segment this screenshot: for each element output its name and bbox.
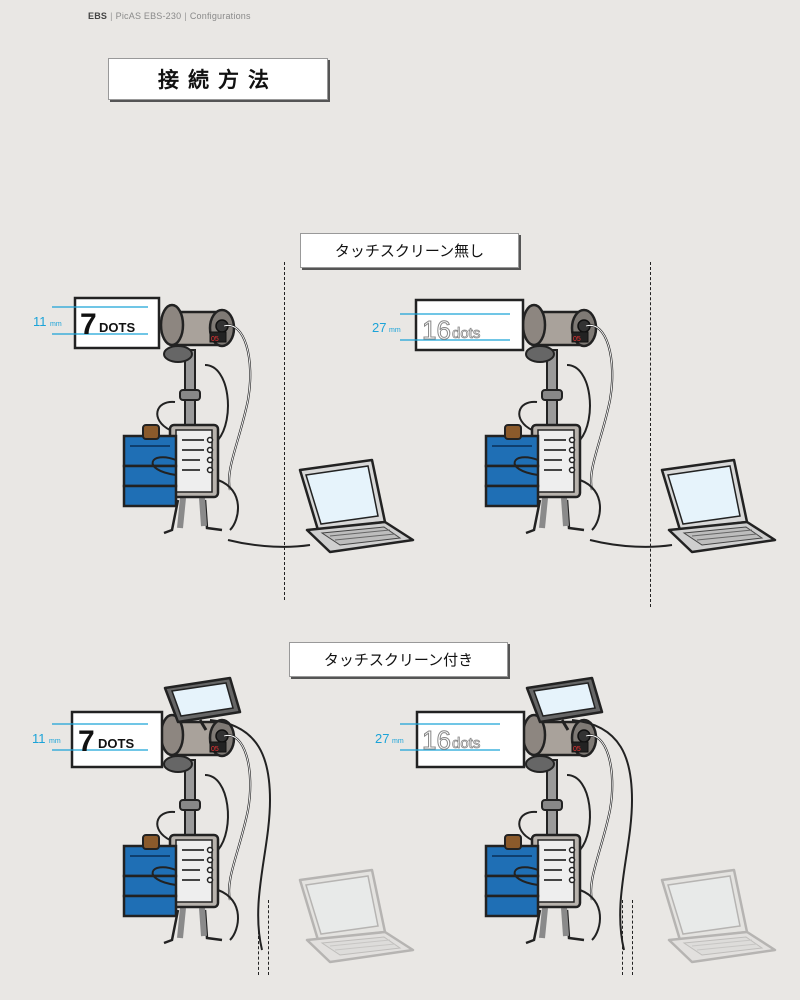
size-unit: mm	[49, 738, 61, 745]
size-unit: mm	[392, 738, 404, 745]
head-badge: 05	[573, 336, 581, 343]
print-digit: 7	[80, 308, 97, 341]
divider-line	[268, 900, 269, 975]
breadcrumb-brand: EBS	[88, 11, 108, 21]
divider-line	[632, 900, 633, 975]
size-value: 27	[375, 731, 389, 746]
print-word: dots	[452, 735, 480, 752]
section-label-with-touchscreen: タッチスクリーン付き	[289, 642, 508, 677]
print-sample	[415, 710, 526, 769]
page-title: 接続方法	[108, 58, 328, 100]
size-unit: mm	[50, 321, 62, 328]
head-badge: 05	[211, 336, 219, 343]
head-badge: 05	[211, 746, 219, 753]
print-digit: 16	[422, 315, 451, 345]
print-word: dots	[452, 325, 480, 342]
size-value: 11	[33, 314, 47, 329]
print-digit: 16	[422, 725, 451, 755]
size-value: 11	[32, 731, 46, 746]
print-sample	[414, 298, 525, 352]
print-sample	[70, 710, 164, 769]
size-unit: mm	[389, 327, 401, 334]
print-sample	[73, 296, 161, 350]
divider-line	[284, 262, 285, 600]
section-label-without-touchscreen: タッチスクリーン無し	[300, 233, 519, 268]
print-word: DOTS	[99, 320, 135, 335]
divider-line	[258, 900, 259, 975]
breadcrumb: EBS|PicAS EBS-230|Configurations	[88, 11, 251, 21]
print-word: DOTS	[98, 736, 134, 751]
laptop-icon-faded	[660, 868, 777, 964]
breadcrumb-section: Configurations	[189, 11, 251, 21]
divider-line	[650, 262, 651, 607]
print-digit: 7	[78, 725, 95, 758]
breadcrumb-product: PicAS EBS-230	[115, 11, 182, 21]
head-badge: 05	[573, 746, 581, 753]
size-value: 27	[372, 320, 386, 335]
